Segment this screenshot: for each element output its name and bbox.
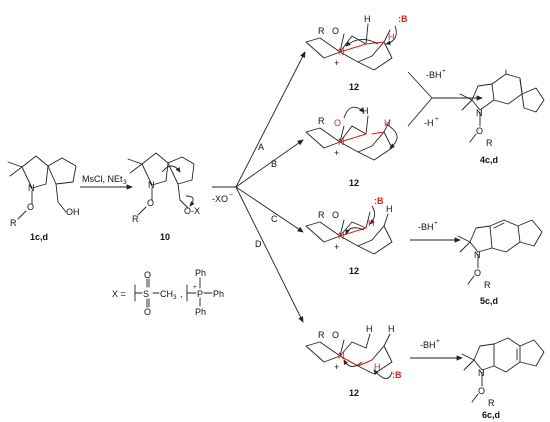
atom-o: O xyxy=(332,330,339,340)
reagent-minus-bh-a-sup: + xyxy=(442,68,446,75)
product-4: N O R 4c,d xyxy=(459,69,545,165)
reagent-minus-xo-sup: − xyxy=(229,192,233,199)
label-12a: 12 xyxy=(349,82,359,92)
atom-h-red: H xyxy=(388,32,395,42)
reagent-mscl: MsCl, NEt xyxy=(82,174,123,184)
atom-n-plus: N xyxy=(338,351,345,361)
atom-h-red: H xyxy=(368,218,375,228)
label-6: 6c,d xyxy=(482,410,500,420)
legend-ch3: CH xyxy=(160,289,173,299)
branch-arrows: -XO − A B C D xyxy=(212,51,306,323)
legend-ph-right: Ph xyxy=(213,289,224,299)
atom-o: O xyxy=(476,126,483,136)
atom-ox: O-X xyxy=(184,206,200,216)
atom-r: R xyxy=(484,280,491,290)
intermediate-12-d: R O N + H H H :B 12 xyxy=(305,324,402,398)
atom-h: H xyxy=(362,106,369,116)
base-c: :B xyxy=(374,196,384,206)
reagent-sub: 3 xyxy=(123,179,127,186)
atom-r: R xyxy=(318,116,325,126)
path-a: A xyxy=(258,142,264,152)
atom-oh: OH xyxy=(66,207,80,217)
atom-n: N xyxy=(148,180,155,190)
base-d: :B xyxy=(392,370,402,380)
reagent-minus-bh-d-sup: + xyxy=(436,338,440,345)
atom-n: N xyxy=(28,183,35,193)
charge-plus: + xyxy=(334,242,339,252)
leaving-group-legend: X = S O O CH 3 , + P Ph Ph Ph xyxy=(112,268,224,317)
legend-s: S xyxy=(143,289,149,299)
label-1: 1c,d xyxy=(30,232,48,242)
atom-n: N xyxy=(476,108,483,118)
legend-ph-bottom: Ph xyxy=(195,307,206,317)
atom-n-plus: N xyxy=(338,137,345,147)
path-c: C xyxy=(271,214,278,224)
reagent-minus-h: -H xyxy=(424,118,434,128)
label-12d: 12 xyxy=(349,388,359,398)
label-5: 5c,d xyxy=(480,296,498,306)
reagent-minus-h-sup: + xyxy=(435,116,439,123)
atom-r: R xyxy=(488,398,495,408)
product-5: N O R 5c,d xyxy=(457,219,543,306)
atom-o: O xyxy=(332,210,339,220)
legend-o-top: O xyxy=(144,270,151,280)
intermediate-12-c: R O N + H H :B 12 xyxy=(305,196,393,276)
legend-comma: , xyxy=(180,289,183,299)
product-6: N O R 6c,d xyxy=(461,337,545,420)
atom-o: O xyxy=(27,202,34,212)
charge-plus: + xyxy=(334,148,339,158)
atom-r: R xyxy=(132,214,139,224)
charge-plus: + xyxy=(334,362,339,372)
atom-o: O xyxy=(332,26,339,36)
atom-o: O xyxy=(478,386,485,396)
intermediate-12-b: R O N + H H 12 xyxy=(305,106,398,188)
reagent-minus-bh-c: -BH xyxy=(418,222,434,232)
atom-r: R xyxy=(318,26,325,36)
legend-plus: + xyxy=(193,284,197,291)
atom-r: R xyxy=(318,210,325,220)
atom-r: R xyxy=(318,330,325,340)
label-10: 10 xyxy=(160,232,170,242)
atom-n-plus: N xyxy=(338,47,345,57)
atom-h: H xyxy=(388,324,395,334)
atom-n: N xyxy=(478,368,485,378)
charge-plus: + xyxy=(334,58,339,68)
base-a: :B xyxy=(398,14,408,24)
atom-h: H xyxy=(386,204,393,214)
compound-10: N O R O-X 10 xyxy=(127,152,200,242)
reagent-minus-xo: -XO xyxy=(212,194,228,204)
atom-n: N xyxy=(474,250,481,260)
intermediate-12-a: R O N + H H :B 12 xyxy=(305,14,408,92)
label-4: 4c,d xyxy=(480,155,498,165)
arrow-step1: MsCl, NEt 3 xyxy=(80,174,133,190)
path-b: B xyxy=(271,159,277,169)
legend-p: P xyxy=(197,289,203,299)
reagent-minus-bh-c-sup: + xyxy=(434,220,438,227)
atom-o-minus: O xyxy=(334,118,341,128)
atom-h-red: H xyxy=(374,362,381,372)
product-arrows: -BH + -H + -BH + -BH + xyxy=(407,68,483,361)
atom-h: H xyxy=(364,14,371,24)
legend-x-eq: X = xyxy=(112,289,126,299)
atom-h: H xyxy=(366,324,373,334)
legend-ph-top: Ph xyxy=(195,268,206,278)
compound-1: N O R OH 1c,d xyxy=(7,155,80,242)
reagent-minus-bh-a: -BH xyxy=(426,70,442,80)
path-d: D xyxy=(255,239,262,249)
label-12b: 12 xyxy=(349,178,359,188)
atom-r: R xyxy=(10,218,17,228)
reagent-minus-bh-d: -BH xyxy=(420,340,436,350)
atom-o: O xyxy=(474,268,481,278)
legend-ch3-sub: 3 xyxy=(173,294,177,301)
legend-o-bottom: O xyxy=(144,307,151,317)
atom-r: R xyxy=(486,138,493,148)
atom-n-plus: N xyxy=(338,231,345,241)
label-12c: 12 xyxy=(349,266,359,276)
atom-o: O xyxy=(147,198,154,208)
atom-h-red: H xyxy=(384,118,391,128)
